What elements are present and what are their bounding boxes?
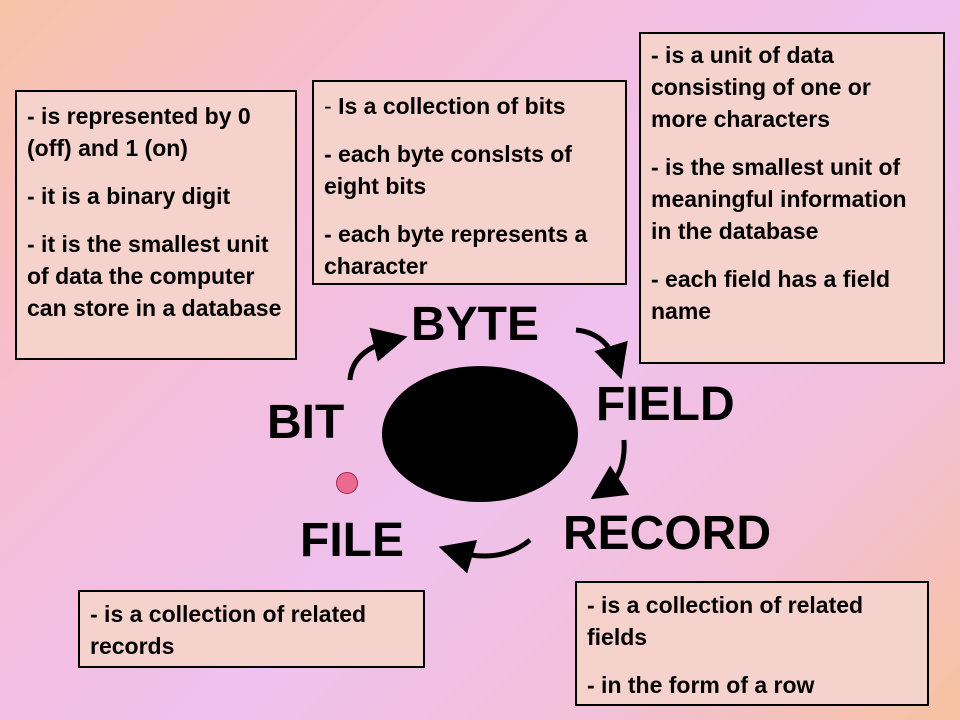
bit-description-line-2: - it is a binary digit bbox=[27, 183, 231, 209]
file-description-box: - is a collection of related records bbox=[78, 590, 425, 668]
bit-label: BIT bbox=[267, 396, 345, 449]
record-description-line-1: - is a collection of related fields bbox=[587, 592, 864, 650]
field-description-line-1: - is a unit of data consisting of one or… bbox=[651, 42, 871, 132]
bit-description-box: - is represented by 0 (off) and 1 (on) -… bbox=[15, 90, 297, 360]
byte-description-line-1: - Is a collection of bits bbox=[324, 90, 615, 122]
arrow-record-to-file bbox=[438, 538, 532, 574]
arrow-field-to-record bbox=[590, 439, 630, 500]
pink-dot bbox=[336, 472, 358, 494]
record-label: RECORD bbox=[563, 507, 772, 560]
byte-description-dash: - bbox=[324, 93, 339, 119]
file-description-line-1: - is a collection of related records bbox=[90, 601, 367, 659]
field-label: FIELD bbox=[596, 378, 735, 431]
field-description-box: - is a unit of data consisting of one or… bbox=[639, 32, 945, 364]
arrow-byte-to-field bbox=[575, 327, 628, 380]
bit-description-line-1: - is represented by 0 (off) and 1 (on) bbox=[27, 103, 251, 161]
file-label: FILE bbox=[300, 514, 404, 567]
bit-description-line-3: - it is the smallest unit of data the co… bbox=[27, 231, 282, 321]
byte-description-line-2: - each byte conslsts of eight bits bbox=[324, 141, 572, 199]
byte-label: BYTE bbox=[411, 298, 540, 351]
arrow-bit-to-byte bbox=[347, 327, 408, 381]
center-oval bbox=[382, 366, 578, 502]
field-description-line-2: - is the smallest unit of meaningful inf… bbox=[651, 154, 907, 244]
byte-description-line-1-text: Is a collection of bits bbox=[338, 93, 566, 119]
byte-description-line-3: - each byte represents a character bbox=[324, 221, 588, 279]
record-description-line-2: - in the form of a row bbox=[587, 672, 815, 698]
byte-description-box: - Is a collection of bits - each byte co… bbox=[312, 80, 627, 285]
record-description-box: - is a collection of related fields - in… bbox=[575, 581, 929, 706]
field-description-line-3: - each field has a field name bbox=[651, 266, 891, 324]
